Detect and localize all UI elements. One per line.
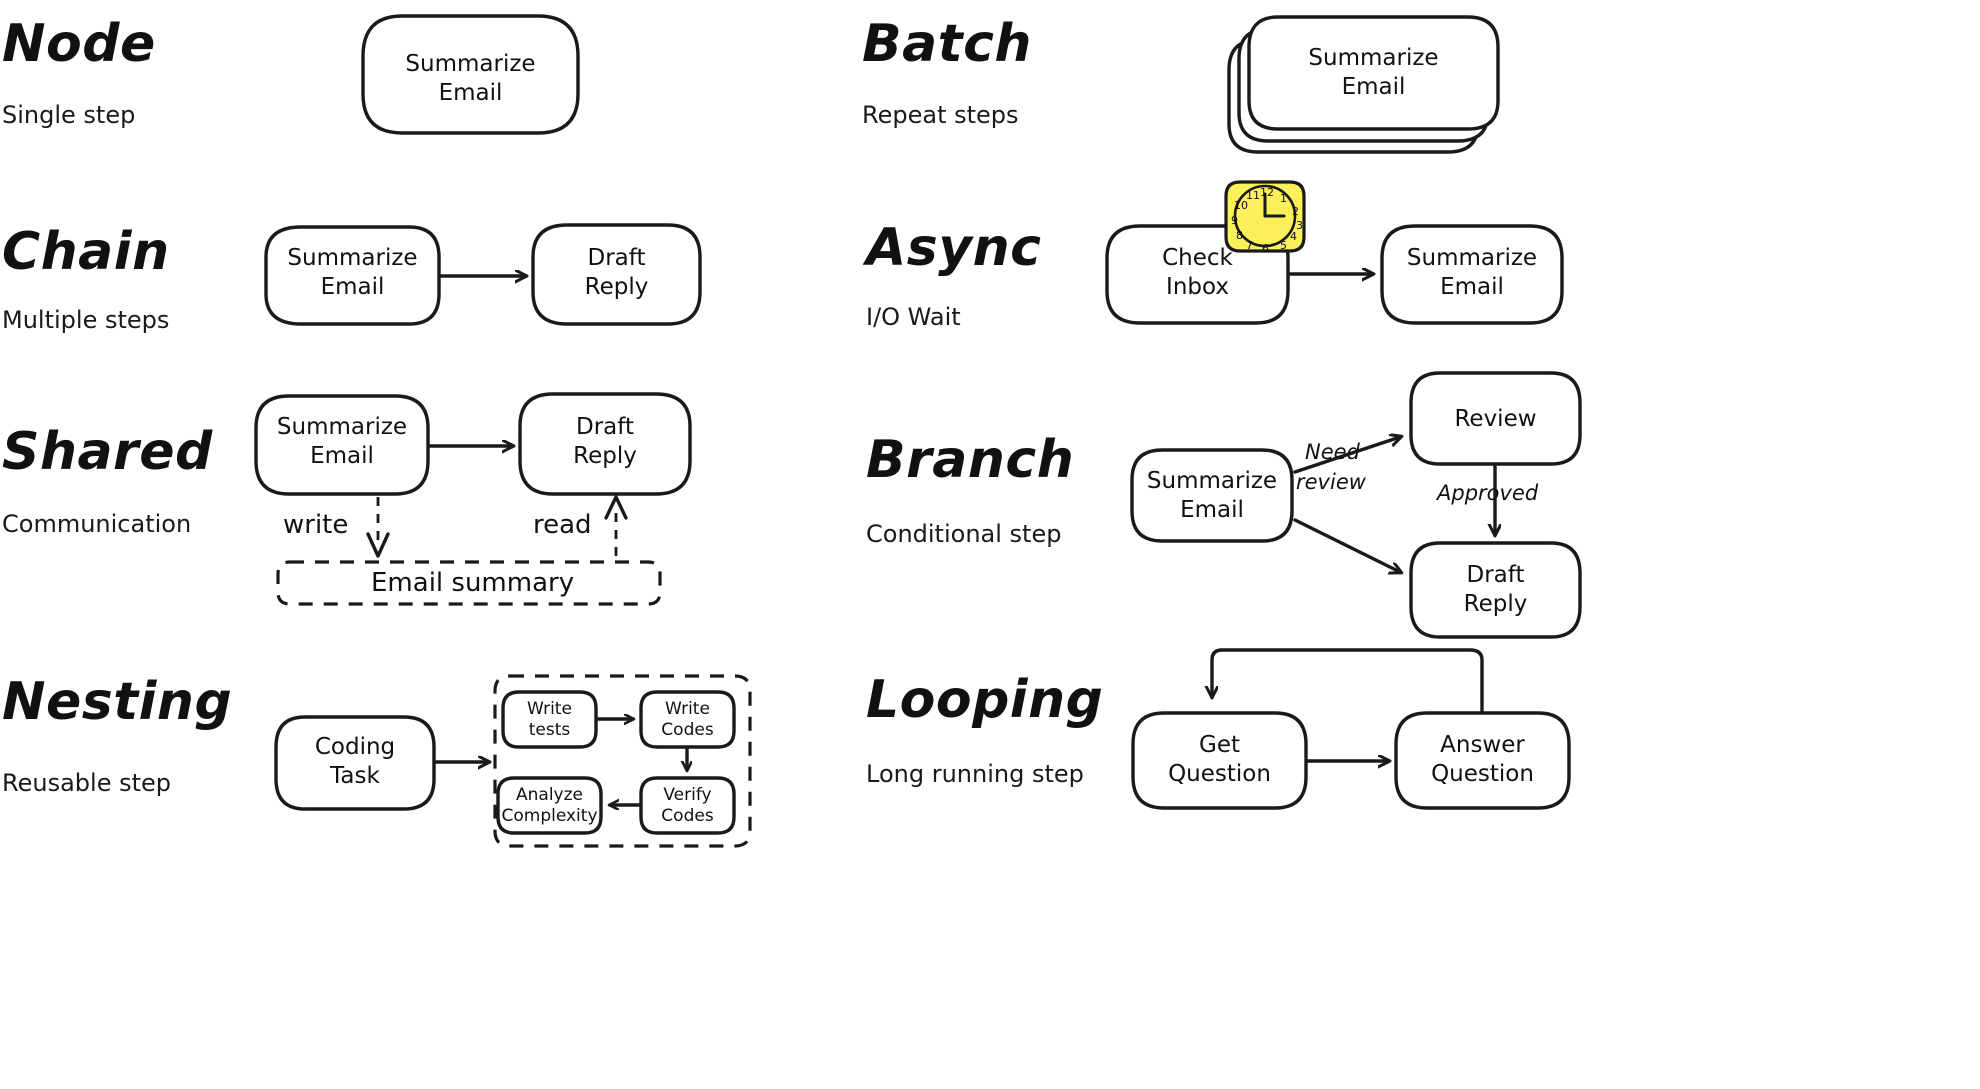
section-title-nesting: Nesting bbox=[2, 672, 233, 732]
node-diagram bbox=[361, 14, 580, 135]
clock-hour-7: 7 bbox=[1246, 239, 1253, 252]
chain-diagram bbox=[264, 223, 702, 326]
edge-label-need: Need bbox=[1305, 440, 1360, 464]
looping-diagram bbox=[1131, 648, 1571, 810]
section-title-node: Node bbox=[2, 14, 156, 74]
clock-hour-9: 9 bbox=[1231, 214, 1238, 227]
clock-hour-6: 6 bbox=[1262, 242, 1269, 255]
section-subtitle-batch: Repeat steps bbox=[862, 101, 1019, 129]
section-subtitle-async: I/O Wait bbox=[866, 303, 961, 331]
nesting-diagram bbox=[274, 674, 752, 848]
edge-label-review: review bbox=[1296, 470, 1366, 494]
edge-label-approved: Approved bbox=[1437, 481, 1539, 505]
section-subtitle-branch: Conditional step bbox=[866, 520, 1062, 548]
section-title-async: Async bbox=[866, 218, 1042, 278]
shared-store-label: Email summary bbox=[371, 568, 575, 598]
section-subtitle-node: Single step bbox=[2, 101, 136, 129]
section-title-batch: Batch bbox=[862, 14, 1032, 74]
clock-hour-4: 4 bbox=[1290, 230, 1297, 243]
edge-label-read: read bbox=[533, 510, 592, 540]
clock-hour-10: 10 bbox=[1234, 199, 1248, 212]
section-subtitle-shared: Communication bbox=[2, 510, 192, 538]
section-title-chain: Chain bbox=[2, 222, 170, 282]
section-title-branch: Branch bbox=[866, 430, 1075, 490]
clock-hour-2: 2 bbox=[1292, 205, 1299, 218]
section-title-looping: Looping bbox=[866, 670, 1104, 730]
clock-icon bbox=[1224, 180, 1306, 253]
clock-hour-5: 5 bbox=[1280, 239, 1287, 252]
shared-diagram bbox=[254, 392, 692, 606]
clock-hour-1: 1 bbox=[1280, 192, 1287, 205]
clock-hour-12: 12 bbox=[1260, 186, 1274, 199]
async-diagram bbox=[1105, 180, 1564, 325]
section-subtitle-nesting: Reusable step bbox=[2, 769, 171, 797]
section-subtitle-looping: Long running step bbox=[866, 760, 1084, 788]
edge-label-write: write bbox=[283, 510, 349, 540]
clock-hour-11: 11 bbox=[1246, 189, 1260, 202]
section-subtitle-chain: Multiple steps bbox=[2, 306, 170, 334]
branch-diagram bbox=[1130, 371, 1582, 639]
clock-hour-8: 8 bbox=[1236, 229, 1243, 242]
batch-diagram bbox=[1227, 15, 1500, 154]
section-title-shared: Shared bbox=[2, 422, 213, 482]
clock-hour-3: 3 bbox=[1296, 219, 1303, 232]
